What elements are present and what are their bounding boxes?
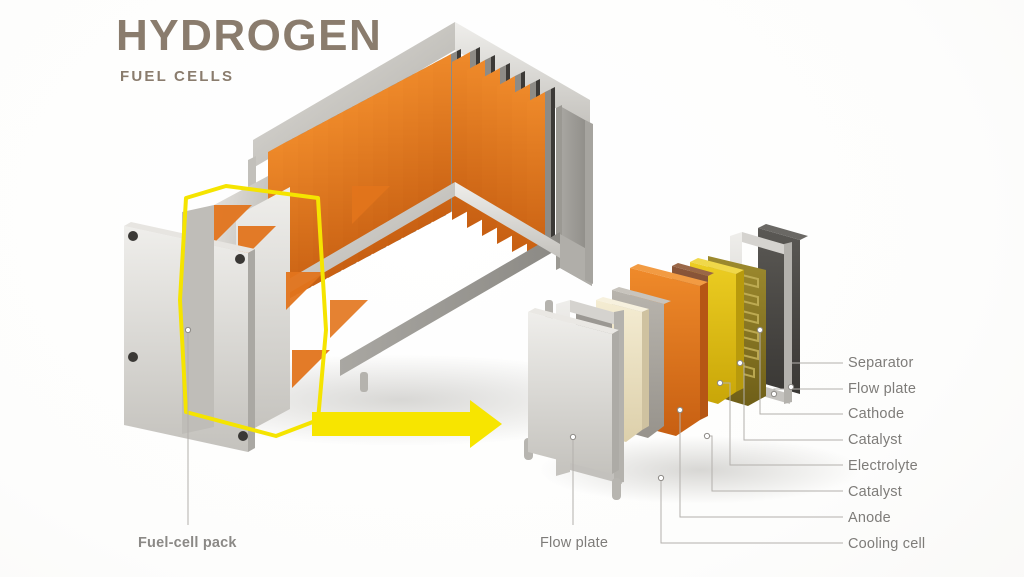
leader-dots-right	[657, 326, 795, 482]
bolt-bottom-left	[128, 352, 138, 362]
label-flow-plate: Flow plate	[848, 381, 917, 397]
label-cooling-cell: Cooling cell	[848, 536, 926, 552]
frame-rail-bottom-front	[340, 232, 560, 376]
cell-face-orange-3	[286, 272, 324, 310]
leader-lines-bottom	[187, 330, 574, 525]
bolt-top-right	[235, 254, 245, 264]
page-title: HYDROGEN	[116, 11, 383, 60]
label-separator: Separator	[848, 355, 914, 371]
page-subtitle: FUEL CELLS	[120, 68, 235, 85]
label-electrolyte: Electrolyte	[848, 458, 918, 474]
fuel-cell-pack	[124, 22, 593, 452]
bolt-top-left	[128, 231, 138, 241]
title-block: HYDROGEN FUEL CELLS	[116, 11, 383, 86]
zoom-arrow	[312, 400, 502, 448]
frame-rail-top-left	[253, 22, 455, 168]
exploded-foot-right	[612, 478, 621, 500]
pack-post-right	[585, 120, 593, 284]
label-catalyst-2: Catalyst	[848, 484, 902, 500]
frame-rail-bottom-right	[455, 182, 560, 258]
end-plate-second	[182, 205, 214, 434]
label-fuel-cell-pack: Fuel-cell pack	[138, 535, 237, 551]
pack-foot-front	[360, 372, 368, 392]
cell-face-orange-1	[214, 205, 252, 243]
layer-flow-plate-front	[528, 312, 612, 474]
cell-face-orange-6	[352, 186, 390, 224]
cell-stack-right	[452, 47, 555, 260]
label-cathode: Cathode	[848, 406, 905, 422]
cell-face-orange-5	[330, 300, 368, 338]
label-flow-plate-front: Flow plate	[540, 535, 609, 551]
label-anode: Anode	[848, 510, 891, 526]
leader-dots-bottom	[184, 326, 577, 441]
cell-face-orange-4	[292, 350, 330, 388]
exploded-cell	[524, 224, 808, 500]
label-catalyst-1: Catalyst	[848, 432, 902, 448]
cell-group	[527, 87, 555, 260]
bolt-bottom-right	[238, 431, 248, 441]
